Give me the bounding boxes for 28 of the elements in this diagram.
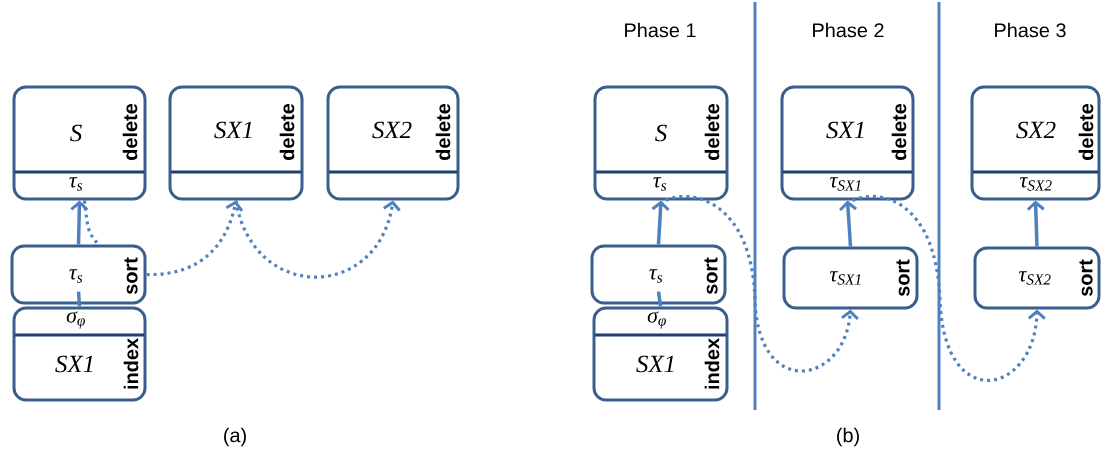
phase-label: Phase 2 [813,22,884,38]
operator-box: τ$_{SX1}$ sort [782,246,919,310]
operator-box: S τ$_{s}$ delete [12,85,147,201]
panel-label: (a) [224,427,246,447]
arrow [70,200,89,245]
arrow [839,200,857,247]
operator-box: τ$_{s}$ sort [590,244,727,305]
operator-box: S τ$_{s}$ delete [593,85,729,201]
operator-box: σ$_{φ}$ SX1 index [12,306,147,402]
operator-box: SX2 delete [326,85,460,201]
phase-label: Phase 3 [995,22,1066,38]
operator-box: SX1 delete [168,85,304,201]
connector-line [656,291,663,307]
operator-box: SX1 τ$_{SX1}$ delete [780,85,915,201]
panel-label: (b) [837,427,859,447]
operator-box: τ$_{s}$ sort [10,244,147,305]
dotted-line [82,200,100,246]
dotted-arrow [665,195,859,373]
operator-box: SX2 τ$_{SX2}$ delete [970,85,1101,201]
operator-box: τ$_{SX2}$ sort [973,246,1101,310]
arrow [1026,200,1045,247]
operator-box: σ$_{φ}$ SX1 index [592,306,729,402]
arrow [651,200,670,245]
dotted-arrow [234,200,401,279]
dotted-arrow [851,195,1046,382]
connector-line [76,291,82,307]
dotted-arrow [146,200,244,277]
phase-label: Phase 1 [625,22,696,38]
